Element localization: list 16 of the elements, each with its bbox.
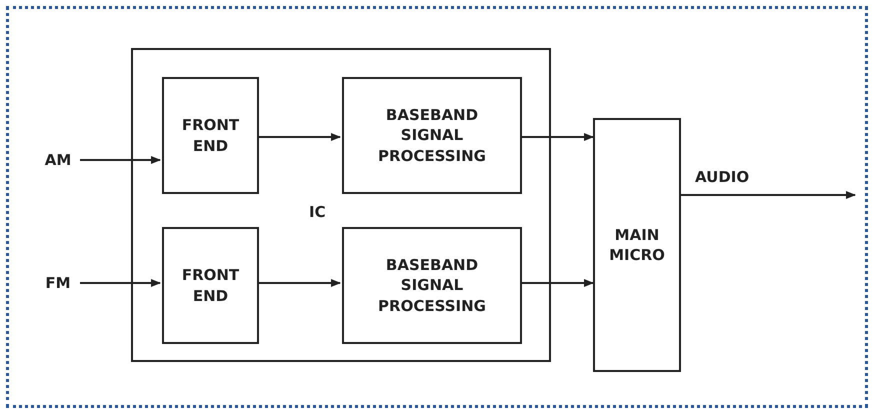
block-label: IC: [308, 202, 327, 222]
arrow: [257, 279, 341, 287]
arrow: [520, 133, 594, 141]
arrow: [681, 191, 856, 199]
front-end-box: FRONT END: [162, 227, 259, 344]
arrow: [80, 156, 161, 164]
arrow: [257, 133, 341, 141]
input-label: FM: [36, 268, 80, 298]
processing-box: BASEBAND SIGNAL PROCESSING: [342, 227, 522, 344]
arrow: [520, 279, 594, 287]
input-label: AM: [36, 145, 80, 175]
ic-block: [131, 48, 551, 362]
processing-box: BASEBAND SIGNAL PROCESSING: [342, 77, 522, 194]
processor-box: MAIN MICRO: [593, 118, 681, 372]
arrow: [80, 279, 161, 287]
front-end-box: FRONT END: [162, 77, 259, 194]
